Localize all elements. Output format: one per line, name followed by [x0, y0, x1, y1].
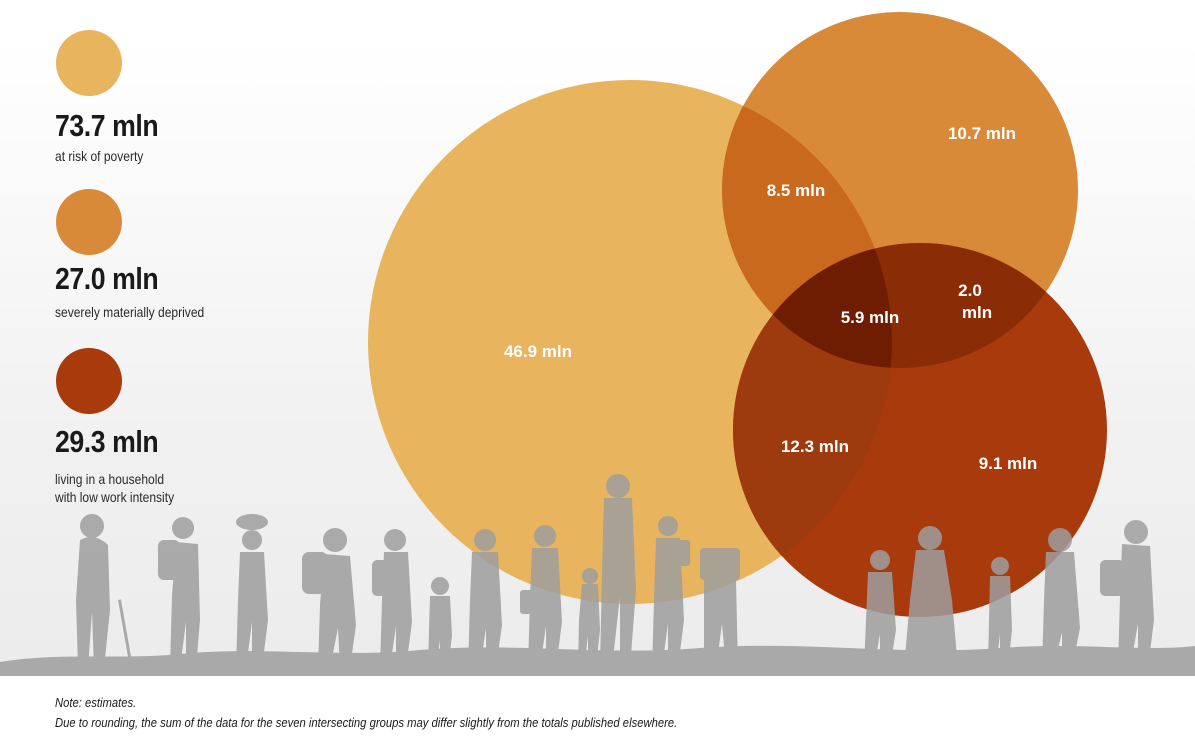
footer: Note: estimates. Due to rounding, the su…: [0, 676, 1195, 747]
legend-value-deprived: 27.0 mln: [55, 261, 159, 296]
legend-value-poverty: 73.7 mln: [55, 108, 159, 143]
person-with-backpack: [302, 528, 356, 668]
child-walking: [428, 577, 452, 668]
note-estimates: Note: estimates.: [55, 696, 137, 710]
overlap-all-three: [733, 243, 892, 368]
label-poverty-only: 46.9 mln: [504, 342, 572, 361]
label-deprived-only: 10.7 mln: [948, 124, 1016, 143]
note-rounding: Due to rounding, the sum of the data for…: [55, 716, 678, 730]
legend-swatch-poverty: [56, 30, 122, 96]
ground-silhouette: [0, 645, 1195, 676]
label-all-three: 5.9 mln: [841, 308, 900, 327]
legend-swatch-lowwork: [56, 348, 122, 414]
label-deprived-lowwork-value: 2.0: [958, 281, 982, 300]
person-walking-group: [468, 525, 562, 668]
label-poverty-deprived: 8.5 mln: [767, 181, 826, 200]
label-lowwork-only: 9.1 mln: [979, 454, 1038, 473]
person-on-right-side: [864, 520, 1154, 668]
legend-desc-lowwork-1: living in a household: [55, 471, 165, 487]
person-carrying-bundle: [372, 529, 412, 668]
label-deprived-lowwork-unit: mln: [962, 303, 992, 322]
small-child-with-bag: [578, 568, 600, 668]
legend-desc-lowwork-2: with low work intensity: [55, 489, 175, 505]
legend-desc-poverty: at risk of poverty: [55, 148, 144, 164]
legend-desc-deprived: severely materially deprived: [55, 304, 205, 320]
person-elder-with-cane: [76, 514, 134, 669]
legend-value-lowwork: 29.3 mln: [55, 424, 159, 459]
person-carrying-load-on-head: [236, 514, 268, 668]
person-tall-with-box: [600, 474, 740, 668]
person-carrying-bag: [158, 517, 200, 668]
label-poverty-lowwork: 12.3 mln: [781, 437, 849, 456]
people-silhouettes: [0, 474, 1195, 676]
legend-swatch-deprived: [56, 189, 122, 255]
